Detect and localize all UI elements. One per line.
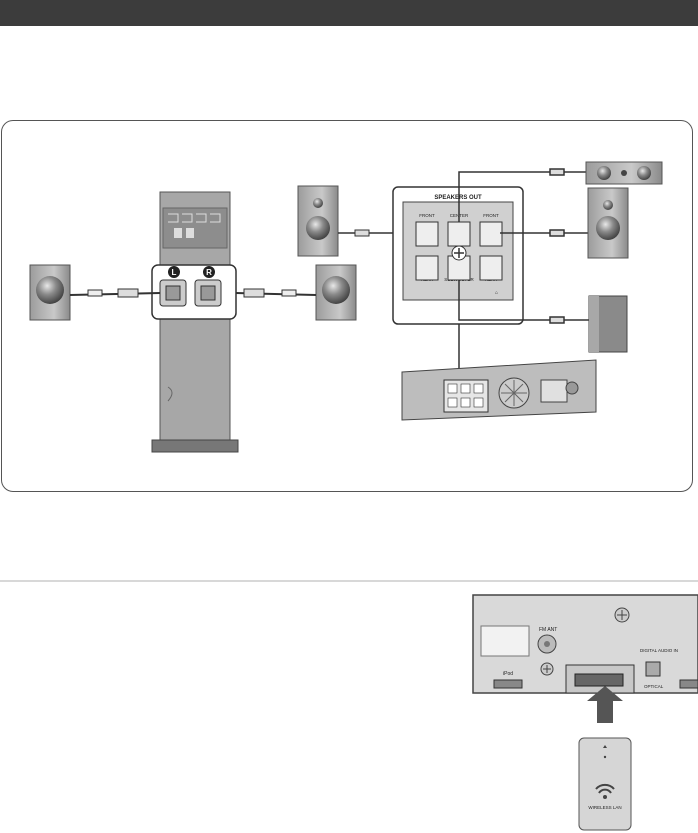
front-right-speaker bbox=[588, 188, 628, 258]
right-badge-label: R bbox=[206, 268, 212, 277]
subwoofer bbox=[589, 296, 627, 352]
speakers-out-title: SPEAKERS OUT bbox=[434, 195, 482, 201]
main-unit bbox=[402, 360, 596, 420]
front-left-speaker bbox=[298, 186, 404, 256]
fm-ant-label: FM ANT bbox=[539, 627, 557, 633]
wireless-dongle: WIRELESS LAN bbox=[579, 738, 631, 830]
back-panel-illustration: FM ANT iPod DIGITAL AUDIO IN OPTICAL bbox=[473, 595, 698, 693]
tower-terminal-callout: L R bbox=[152, 265, 236, 319]
dongle-label: WIRELESS LAN bbox=[588, 805, 621, 810]
left-badge-label: L bbox=[172, 268, 177, 277]
ipod-label: iPod bbox=[503, 671, 513, 677]
right-satellite-speaker bbox=[236, 265, 356, 320]
tower-speaker bbox=[152, 192, 238, 452]
center-speaker bbox=[586, 162, 662, 184]
left-satellite-speaker bbox=[30, 265, 160, 320]
terminal-label-front-right: FRONT bbox=[483, 213, 499, 218]
svg-text:⌂: ⌂ bbox=[495, 290, 498, 296]
terminal-label-front-left: FRONT bbox=[419, 213, 435, 218]
digital-audio-in-label: DIGITAL AUDIO IN bbox=[640, 648, 678, 653]
speakers-out-panel: SPEAKERS OUT FRONT CENTER FRONT REAR SUB… bbox=[393, 187, 523, 324]
optical-label: OPTICAL bbox=[644, 684, 664, 689]
